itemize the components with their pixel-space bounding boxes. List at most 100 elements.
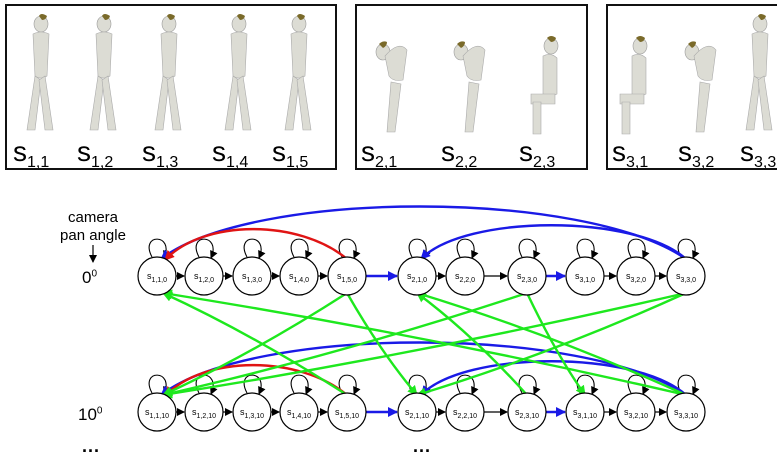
state-label: s3,1	[612, 136, 649, 170]
state-label: s1,5	[272, 136, 309, 170]
arc-blue-long	[160, 205, 687, 260]
state-node-label: s1,4,10	[287, 407, 311, 420]
state-node: s1,3,10	[232, 392, 272, 432]
figure-stand-3	[738, 12, 777, 140]
state-node: s1,1,0	[137, 256, 177, 296]
panel-walking: s1,1 s1,2 s1,3 s1,4 s1,5	[5, 4, 337, 170]
state-node: s1,1,10	[137, 392, 177, 432]
arc-green	[416, 290, 687, 397]
state-node-label: s1,1,0	[147, 271, 167, 284]
arc-green	[416, 291, 687, 398]
self-loop	[338, 374, 361, 395]
state-node-label: s3,2,10	[624, 407, 648, 420]
figure-sit-2	[447, 12, 491, 140]
state-node: s3,2,0	[616, 256, 656, 296]
state-node: s1,5,10	[327, 392, 367, 432]
figure-sit-1	[369, 12, 413, 140]
self-loop	[290, 374, 313, 395]
state-node: s2,2,10	[445, 392, 485, 432]
panel-standing-up: s3,1 s3,2 s3,3	[606, 4, 777, 170]
self-loop	[243, 374, 266, 395]
arc-blue-short	[420, 360, 687, 396]
self-loop	[677, 238, 700, 259]
state-node-label: s1,4,0	[289, 271, 309, 284]
arc-green	[162, 291, 687, 399]
state-node: s2,2,0	[445, 256, 485, 296]
state-node-label: s3,3,0	[676, 271, 696, 284]
state-node-label: s2,1,0	[407, 271, 427, 284]
state-label: s2,3	[519, 136, 556, 170]
state-node-label: s1,2,10	[192, 407, 216, 420]
state-node-label: s1,5,10	[335, 407, 359, 420]
self-loop	[677, 374, 700, 395]
state-node-label: s2,2,10	[453, 407, 477, 420]
state-node-label: s3,1,0	[575, 271, 595, 284]
arc-blue-short	[420, 224, 687, 260]
state-node-label: s3,1,10	[573, 407, 597, 420]
self-loop	[576, 238, 599, 259]
state-node-label: s2,1,10	[405, 407, 429, 420]
self-loop	[627, 238, 650, 259]
figure-walk-1	[19, 12, 63, 140]
state-node: s1,4,0	[279, 256, 319, 296]
state-label: s3,2	[678, 136, 715, 170]
self-loop	[518, 238, 541, 259]
self-loop	[456, 374, 479, 395]
arc-green	[416, 292, 528, 396]
state-node: s3,1,10	[565, 392, 605, 432]
state-node: s1,3,0	[232, 256, 272, 296]
state-node: s2,3,0	[507, 256, 547, 296]
state-label: s1,4	[212, 136, 249, 170]
figure-walk-4	[217, 12, 261, 140]
state-node: s1,2,10	[184, 392, 224, 432]
state-node: s3,1,0	[565, 256, 605, 296]
state-node-label: s1,2,0	[194, 271, 214, 284]
arc-green	[162, 291, 348, 397]
arc-green	[162, 291, 348, 397]
state-label: s2,1	[361, 136, 398, 170]
self-loop	[148, 374, 171, 395]
self-loop	[627, 374, 650, 395]
self-loop	[456, 238, 479, 259]
state-label: s2,2	[441, 136, 478, 170]
state-label: s1,2	[77, 136, 114, 170]
self-loop	[338, 238, 361, 259]
arc-green	[345, 292, 418, 396]
figure-sit-3	[525, 12, 569, 140]
arc-green	[162, 289, 687, 397]
figure-walk-3	[147, 12, 191, 140]
self-loop	[195, 238, 218, 259]
self-loop	[518, 374, 541, 395]
self-loop	[243, 238, 266, 259]
state-node: s1,5,0	[327, 256, 367, 296]
state-node-label: s3,2,0	[626, 271, 646, 284]
state-node-label: s1,1,10	[145, 407, 169, 420]
state-node: s2,1,0	[397, 256, 437, 296]
arc-blue-long	[160, 341, 687, 396]
state-node-label: s1,3,0	[242, 271, 262, 284]
state-node: s3,3,0	[666, 256, 706, 296]
self-loop	[290, 238, 313, 259]
figure-stand-2	[678, 12, 722, 140]
row-angle-0: 00	[82, 268, 98, 287]
ellipsis-left: ...	[82, 436, 101, 456]
state-node-label: s2,3,0	[517, 271, 537, 284]
state-node-label: s1,5,0	[337, 271, 357, 284]
figure-walk-5	[277, 12, 321, 140]
row-angle-10: 100	[78, 405, 103, 424]
self-loop	[576, 374, 599, 395]
state-node: s3,2,10	[616, 392, 656, 432]
self-loop	[148, 238, 171, 259]
state-node: s1,2,0	[184, 256, 224, 296]
state-node: s2,1,10	[397, 392, 437, 432]
arc-green	[162, 291, 528, 398]
axis-label-camera-pan-angle: camera pan angle	[60, 209, 126, 244]
ellipsis-middle: ...	[413, 436, 432, 456]
figure-stand-1	[614, 12, 658, 140]
state-label: s1,3	[142, 136, 179, 170]
panel-sitting-down: s2,1 s2,2 s2,3	[355, 4, 588, 170]
state-node: s2,3,10	[507, 392, 547, 432]
state-node-label: s1,3,10	[240, 407, 264, 420]
state-node-label: s2,3,10	[515, 407, 539, 420]
